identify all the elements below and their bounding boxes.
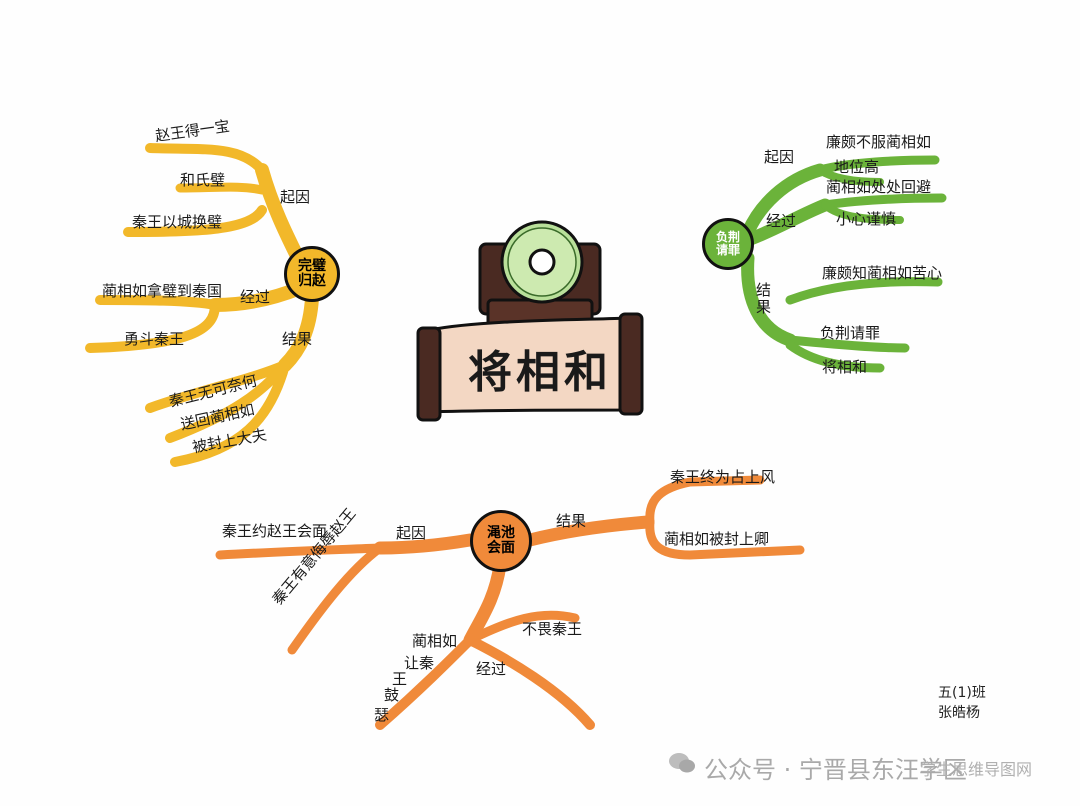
yellow-cause-item-3: 秦王以城换璧 (132, 213, 223, 231)
yellow-cause-label: 起因 (280, 188, 311, 206)
orange-center-node: 渑池 会面 (470, 510, 532, 572)
yellow-result-label: 结果 (282, 330, 313, 348)
orange-process-item-4: 鼓 (384, 686, 400, 704)
watermark-site: 学生思维导图网 (920, 760, 1033, 779)
green-process-label: 经过 (766, 212, 797, 230)
yellow-center-node: 完璧 归赵 (284, 246, 340, 302)
orange-result-label: 结果 (556, 512, 587, 530)
orange-center-line-2: 会面 (487, 540, 515, 556)
yellow-process-label: 经过 (240, 288, 271, 306)
orange-cause-label: 起因 (396, 524, 427, 542)
yellow-process-item-2: 勇斗秦王 (124, 330, 185, 348)
orange-branch-strokes (215, 475, 805, 730)
green-process-item-2: 小心谨慎 (836, 210, 897, 228)
green-result-item-3: 将相和 (822, 358, 868, 376)
green-result-label: 结果 (756, 281, 772, 316)
wechat-icon (668, 752, 696, 774)
orange-process-item-6: 不畏秦王 (522, 620, 583, 638)
watermark-account: 公众号 · 宁晋县东汪学区 (704, 756, 967, 784)
green-branch-strokes (741, 155, 947, 373)
signature: 五(1)班 张皓杨 (938, 684, 986, 723)
orange-process-label: 经过 (476, 660, 507, 678)
green-cause-label: 起因 (764, 148, 795, 166)
yellow-center-line-2: 归赵 (298, 273, 326, 289)
yellow-process-item-1: 蔺相如拿璧到秦国 (102, 282, 223, 300)
orange-cause-item-1: 秦王约赵王会面 (222, 522, 328, 540)
green-result-item-1: 廉颇知蔺相如苦心 (822, 264, 943, 282)
orange-process-item-2: 让秦 (404, 654, 435, 672)
signature-class: 五(1)班 (938, 685, 986, 701)
orange-process-item-1: 蔺相如 (412, 632, 458, 650)
green-result-item-2: 负荆请罪 (820, 324, 881, 342)
signature-name: 张皓杨 (938, 704, 980, 721)
orange-result-item-1: 秦王终为占上风 (670, 468, 776, 486)
green-center-line-2: 请罪 (715, 243, 740, 257)
yellow-center-line-1: 完璧 (298, 258, 326, 275)
jade-disc-icon (478, 220, 602, 330)
green-cause-item-1: 廉颇不服蔺相如 (826, 133, 932, 151)
orange-process-item-3: 王 (392, 670, 408, 688)
orange-center-line-1: 渑池 (487, 525, 515, 542)
yellow-branch-strokes (85, 143, 319, 467)
orange-process-item-5: 瑟 (374, 706, 390, 724)
central-title: 将相和 (468, 347, 612, 398)
scroll-icon (416, 312, 644, 422)
green-center-node: 负荆 请罪 (702, 218, 754, 270)
green-center-line-1: 负荆 (715, 230, 740, 245)
green-cause-item-2: 地位高 (834, 158, 880, 176)
green-process-item-1: 蔺相如处处回避 (826, 178, 932, 196)
orange-result-item-2: 蔺相如被封上卿 (664, 530, 770, 548)
yellow-cause-item-2: 和氏璧 (180, 171, 226, 189)
